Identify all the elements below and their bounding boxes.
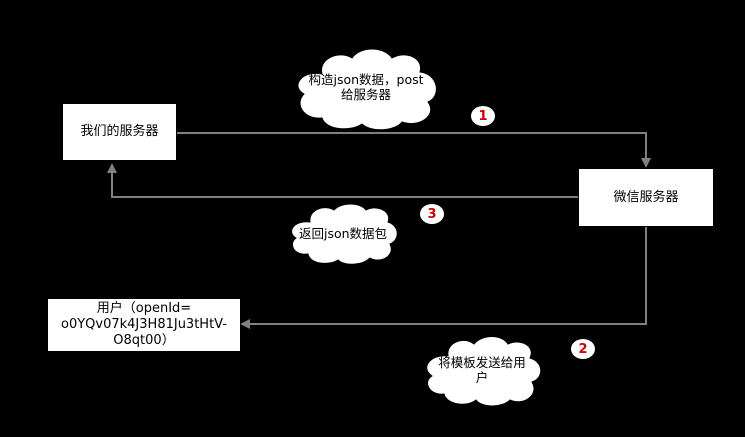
wechat-server-node: 微信服务器 [578, 168, 714, 227]
cloud-shape [426, 336, 542, 406]
step-badge-3: 3 [419, 203, 445, 225]
cloud-return-json-line-1: 返回json数据包 [298, 225, 388, 241]
cloud-send-template-line-2: 户 [475, 370, 489, 385]
our-server-label: 我们的服务器 [80, 124, 159, 139]
arrow-wechat-server-to-our-server [107, 163, 578, 198]
user-label-line-3: O8qt00） [113, 333, 175, 348]
cloud-post-json-line-1: 构造json数据，post [308, 72, 424, 87]
wechat-server-label: 微信服务器 [613, 189, 679, 205]
our-server-node: 我们的服务器 [62, 103, 177, 161]
arrow-our-server-to-wechat-server [177, 132, 651, 168]
cloud-post-json: 构造json数据，post 给服务器 [288, 44, 444, 130]
user-label-line-1: 用户（openId= [96, 301, 192, 316]
cloud-return-json-text: 返回json数据包 [284, 202, 402, 264]
step-number-1: 1 [478, 108, 488, 124]
cloud-send-template-line-1: 将模板发送给用 [438, 355, 526, 370]
user-label-line-2: o0YQv07k4J3H81Ju3tHtV- [61, 317, 227, 332]
cloud-shape [291, 203, 398, 264]
user-node: 用户（openId= o0YQv07k4J3H81Ju3tHtV- O8qt00… [47, 298, 241, 352]
cloud-shape [297, 48, 437, 130]
cloud-return-json: 返回json数据包 [284, 202, 402, 264]
step-number-2: 2 [578, 341, 588, 357]
cloud-post-json-text: 构造json数据，post 给服务器 [288, 44, 444, 130]
arrow-wechat-server-to-user [240, 226, 647, 329]
step-badge-1: 1 [470, 105, 496, 127]
step-number-3: 3 [427, 206, 437, 222]
cloud-send-template-text: 将模板发送给用 户 [420, 334, 544, 406]
cloud-post-json-line-2: 给服务器 [340, 87, 391, 102]
step-badge-2: 2 [570, 338, 596, 360]
cloud-send-template: 将模板发送给用 户 [420, 334, 544, 406]
